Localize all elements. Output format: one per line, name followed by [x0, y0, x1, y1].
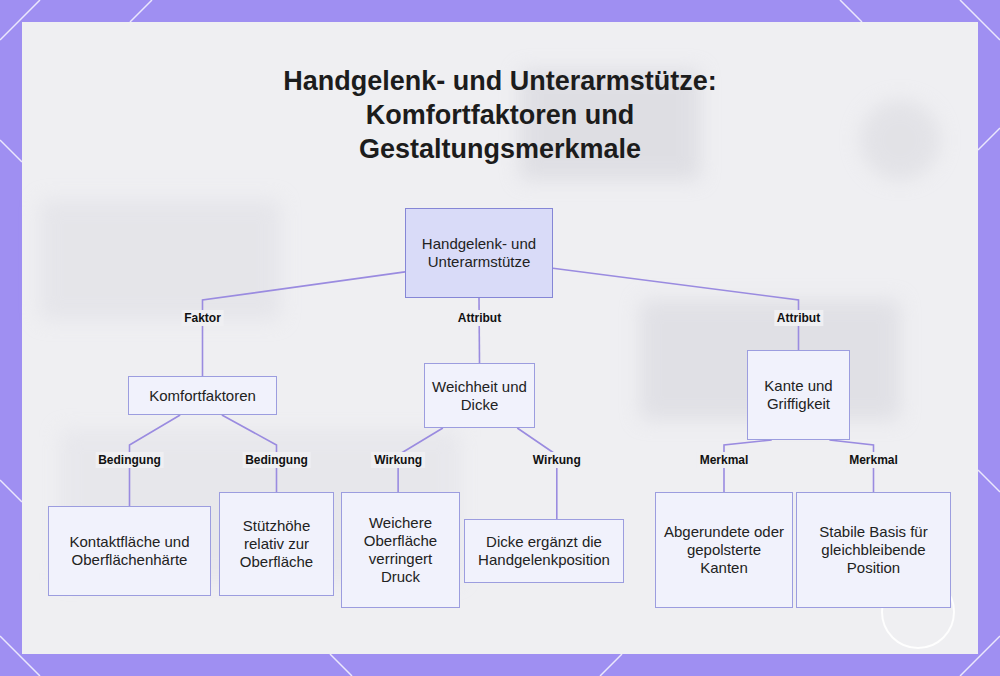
concept-box: Stützhöhe relativ zur Oberfläche — [219, 492, 334, 596]
concept-box: Stabile Basis für gleichbleibende Positi… — [796, 492, 951, 608]
concept-box: Kontaktfläche und Oberflächenhärte — [48, 506, 211, 596]
edge-label: Bedingung — [242, 452, 311, 468]
edge-label: Faktor — [181, 310, 224, 326]
edge-label: Wirkung — [530, 452, 584, 468]
concept-box: Kante und Griffigkeit — [747, 350, 850, 440]
node-label: Handgelenk- und Unterarmstütze — [414, 235, 544, 271]
node-label: Weichere Oberfläche verringert Druck — [348, 514, 453, 586]
connector — [203, 272, 406, 376]
node-label: Stabile Basis für gleichbleibende Positi… — [803, 523, 944, 577]
concept-box: Weichere Oberfläche verringert Druck — [341, 492, 460, 608]
node-label: Weichheit und Dicke — [431, 378, 528, 414]
node-label: Stützhöhe relativ zur Oberfläche — [226, 517, 327, 571]
diagram-title: Handgelenk- und Unterarmstütze: Komfortf… — [250, 64, 750, 166]
root-box: Handgelenk- und Unterarmstütze — [405, 208, 553, 298]
node-label: Komfortfaktoren — [149, 387, 256, 405]
concept-box: Dicke ergänzt die Handgelenkposition — [464, 519, 624, 583]
panel — [22, 22, 978, 654]
concept-box: Weichheit und Dicke — [424, 363, 535, 428]
edge-label: Merkmal — [697, 452, 752, 468]
edge-label: Attribut — [774, 310, 823, 326]
node-label: Kante und Griffigkeit — [754, 377, 843, 413]
edge-label: Attribut — [455, 310, 504, 326]
concept-box: Abgerundete oder gepolsterte Kanten — [655, 492, 793, 608]
node-label: Dicke ergänzt die Handgelenkposition — [471, 533, 617, 569]
edge-label: Wirkung — [371, 452, 425, 468]
node-label: Kontaktfläche und Oberflächenhärte — [57, 533, 202, 569]
edge-label: Bedingung — [95, 452, 164, 468]
connector — [478, 298, 480, 363]
connector — [553, 268, 799, 350]
edge-label: Merkmal — [846, 452, 901, 468]
node-label: Abgerundete oder gepolsterte Kanten — [662, 523, 786, 577]
connector — [517, 428, 557, 519]
concept-box: Komfortfaktoren — [128, 376, 277, 415]
